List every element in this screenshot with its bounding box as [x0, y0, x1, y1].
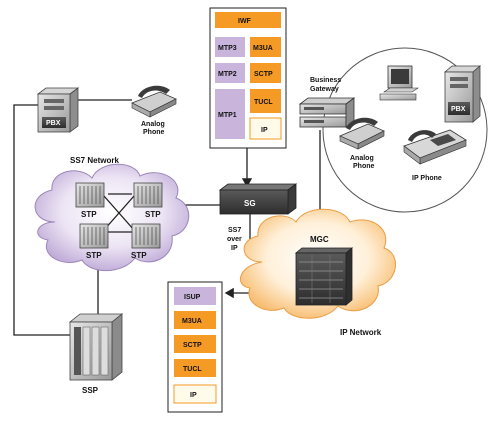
sg-stack-m3ua: M3UA	[253, 45, 273, 52]
stp-label: STP	[145, 210, 161, 219]
ss7-network-label: SS7 Network	[70, 156, 119, 165]
sg-device: SG	[218, 183, 298, 215]
sg-label: SG	[244, 199, 256, 208]
sg-stack-mtp3: MTP3	[218, 45, 237, 52]
stp-bottom-left: STP	[79, 223, 109, 260]
analog-phone-right: Analog Phone	[339, 117, 385, 170]
ip-phone: IP Phone	[403, 129, 467, 182]
ip-phone-label: IP Phone	[412, 175, 442, 182]
sg-stack-ip: IP	[261, 127, 268, 134]
ss7-over-ip-label-3: IP	[231, 245, 238, 252]
sg-stack-sctp: SCTP	[254, 71, 273, 78]
stp-label: STP	[131, 251, 147, 260]
pbx-left: PBX	[36, 87, 80, 133]
pbx-right: PBX	[443, 65, 482, 123]
computer-terminal	[379, 65, 419, 101]
analog-phone-left: Analog Phone	[131, 85, 177, 136]
mgc-device: MGC	[294, 235, 354, 306]
pbx-left-link	[13, 104, 38, 110]
sg-stack-iwf: IWF	[238, 18, 252, 25]
sg-stack-mtp1: MTP1	[218, 112, 237, 119]
sg-stack-mtp2: MTP2	[218, 71, 237, 78]
mgc-label: MGC	[310, 235, 329, 244]
stp-label: STP	[86, 251, 102, 260]
pbx-left-label: PBX	[46, 120, 61, 127]
sg-protocol-stack: IWF MTP3 MTP2 MTP1 M3UA SCTP TUCL IP	[209, 7, 287, 149]
pbx-right-label: PBX	[451, 106, 466, 113]
stp-bottom-right: STP	[131, 223, 161, 260]
analog-phone-left-label-2: Phone	[143, 129, 164, 136]
mgc-stack-tucl: TUCL	[183, 366, 202, 373]
ss7-over-ip-label-2: over	[227, 236, 242, 243]
mgc-stack-ip: IP	[190, 392, 197, 399]
analog-phone-right-label-2: Phone	[353, 163, 374, 170]
business-gateway-label-2: Gateway	[310, 86, 339, 93]
mgc-stack-isup: ISUP	[184, 294, 201, 301]
ssp-device: SSP	[68, 313, 124, 395]
ss7-over-ip-label-1: SS7	[228, 227, 241, 234]
mgc-protocol-stack: ISUP M3UA SCTP TUCL IP	[167, 281, 223, 413]
stp-mesh	[103, 193, 135, 233]
stp-label: STP	[81, 210, 97, 219]
analog-phone-left-label-1: Analog	[141, 121, 165, 128]
stp-top-right: STP	[133, 182, 163, 219]
business-gateway: Business Gateway	[298, 77, 356, 128]
ssp-label: SSP	[82, 386, 99, 395]
sg-stack-tucl: TUCL	[254, 99, 273, 106]
mgc-stack-m3ua: M3UA	[182, 318, 202, 325]
business-gateway-label-1: Business	[310, 77, 341, 84]
ss7-network-cloud	[34, 163, 190, 272]
pbx-ssp-link	[13, 110, 70, 336]
mgc-stack-sctp: SCTP	[183, 342, 202, 349]
ip-network-label: IP Network	[340, 328, 382, 337]
stp-top-left: STP	[75, 182, 105, 219]
analog-phone-right-label-1: Analog	[350, 155, 374, 162]
